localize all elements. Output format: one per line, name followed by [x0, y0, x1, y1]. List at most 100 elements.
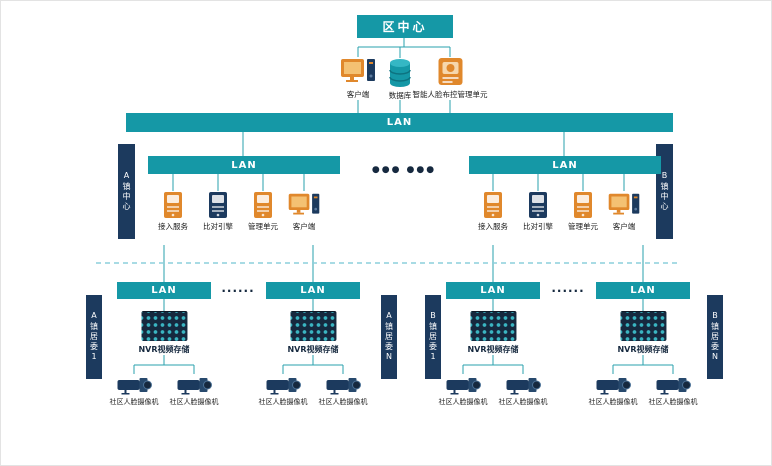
- nvr-storage-icon: [469, 311, 516, 341]
- camera-icon: [596, 378, 631, 395]
- camera-label: 社区人脸摄像机: [648, 398, 698, 406]
- camera-device: 社区人脸摄像机: [110, 375, 159, 407]
- bottom-ellipsis-dots: ......: [551, 281, 585, 295]
- lan-bar-committee-bn: LAN: [596, 282, 690, 299]
- sidebar-committee-b1: B镇居委1: [425, 295, 441, 379]
- nvr-storage-icon: [289, 311, 336, 341]
- nvr-storage-device: NVR视频存储: [617, 311, 669, 355]
- camera-device: 社区人脸摄像机: [170, 375, 219, 407]
- nvr-label: NVR视频存储: [138, 345, 190, 354]
- lan-label: LAN: [151, 285, 177, 296]
- bottom-ellipsis-dots: ......: [221, 281, 255, 295]
- access-service-icon: [484, 192, 502, 218]
- town-b-center-label: B镇中心: [660, 171, 669, 212]
- device-label: 接入服务: [158, 222, 188, 231]
- camera-icon: [506, 378, 541, 395]
- nvr-storage-device: NVR视频存储: [138, 311, 190, 355]
- camera-icon: [177, 378, 212, 395]
- compare-engine-icon: [209, 192, 227, 218]
- camera-device: 社区人脸摄像机: [589, 375, 638, 407]
- camera-device: 社区人脸摄像机: [259, 375, 308, 407]
- sidebar-committee-an: A镇居委N: [381, 295, 397, 379]
- lan-bar-town-b: LAN: [469, 156, 661, 174]
- device-label: 管理单元: [568, 222, 598, 231]
- committee-a1-label: A镇居委1: [89, 311, 99, 363]
- mid-ellipsis-dots: ●●● ●●●: [371, 165, 437, 175]
- device-label: 比对引擎: [523, 222, 553, 231]
- device-label: 比对引擎: [203, 222, 233, 231]
- district-center-label: 区中心: [382, 20, 428, 34]
- lan-label: LAN: [300, 285, 326, 296]
- camera-label: 社区人脸摄像机: [109, 398, 159, 406]
- device-label: 客户端: [292, 222, 316, 231]
- sidebar-committee-a1: A镇居委1: [86, 295, 102, 379]
- camera-label: 社区人脸摄像机: [438, 398, 488, 406]
- committee-bn-label: B镇居委N: [710, 311, 720, 363]
- access-service-device: 接入服务: [478, 191, 508, 232]
- device-label: 数据库: [388, 91, 412, 100]
- committee-b1-label: B镇居委1: [428, 311, 438, 363]
- client-icon: [288, 193, 320, 215]
- device-label: 管理单元: [248, 222, 278, 231]
- lan-label: LAN: [231, 159, 257, 171]
- client-device: 客户端: [608, 192, 641, 232]
- device-label: 客户端: [346, 90, 370, 99]
- lan-bar-committee-an: LAN: [266, 282, 360, 299]
- lan-bar-main: LAN: [126, 113, 673, 132]
- camera-label: 社区人脸摄像机: [588, 398, 638, 406]
- camera-label: 社区人脸摄像机: [169, 398, 219, 406]
- camera-icon: [326, 378, 361, 395]
- camera-device: 社区人脸摄像机: [319, 375, 368, 407]
- camera-label: 社区人脸摄像机: [498, 398, 548, 406]
- database-device: 数据库: [387, 58, 413, 101]
- device-label: 接入服务: [478, 222, 508, 231]
- face-management-device: 智能人脸布控管理单元: [413, 57, 488, 100]
- camera-icon: [446, 378, 481, 395]
- access-service-icon: [164, 192, 182, 218]
- camera-label: 社区人脸摄像机: [258, 398, 308, 406]
- nvr-label: NVR视频存储: [287, 345, 339, 354]
- camera-icon: [266, 378, 301, 395]
- face-management-icon: [438, 58, 462, 85]
- sidebar-town-a-center: A镇中心: [118, 144, 135, 239]
- nvr-label: NVR视频存储: [617, 345, 669, 354]
- device-label: 智能人脸布控管理单元: [412, 90, 488, 99]
- nvr-storage-icon: [140, 311, 187, 341]
- lan-bar-committee-a1: LAN: [117, 282, 211, 299]
- client-device: 客户端: [288, 192, 321, 232]
- nvr-storage-device: NVR视频存储: [467, 311, 519, 355]
- database-icon: [389, 59, 411, 87]
- camera-icon: [117, 378, 152, 395]
- lan-label: LAN: [480, 285, 506, 296]
- management-unit-device: 管理单元: [248, 191, 278, 232]
- client-icon: [608, 193, 640, 215]
- camera-device: 社区人脸摄像机: [439, 375, 488, 407]
- nvr-storage-device: NVR视频存储: [287, 311, 339, 355]
- lan-label: LAN: [630, 285, 656, 296]
- lan-bar-committee-b1: LAN: [446, 282, 540, 299]
- lan-label: LAN: [386, 117, 413, 128]
- camera-label: 社区人脸摄像机: [318, 398, 368, 406]
- district-center-box: 区中心: [357, 15, 453, 38]
- compare-engine-icon: [529, 192, 547, 218]
- device-label: 客户端: [612, 222, 636, 231]
- camera-device: 社区人脸摄像机: [649, 375, 698, 407]
- lan-label: LAN: [552, 159, 578, 171]
- management-unit-icon: [254, 192, 272, 218]
- top-client-device: 客户端: [340, 57, 376, 100]
- sidebar-committee-bn: B镇居委N: [707, 295, 723, 379]
- town-a-center-label: A镇中心: [122, 171, 131, 212]
- nvr-label: NVR视频存储: [467, 345, 519, 354]
- lan-bar-town-a: LAN: [148, 156, 340, 174]
- client-icon: [341, 59, 375, 82]
- access-service-device: 接入服务: [158, 191, 188, 232]
- committee-an-label: A镇居委N: [384, 311, 394, 363]
- nvr-storage-icon: [619, 311, 666, 341]
- camera-device: 社区人脸摄像机: [499, 375, 548, 407]
- management-unit-icon: [574, 192, 592, 218]
- camera-icon: [656, 378, 691, 395]
- compare-engine-device: 比对引擎: [523, 191, 553, 232]
- management-unit-device: 管理单元: [568, 191, 598, 232]
